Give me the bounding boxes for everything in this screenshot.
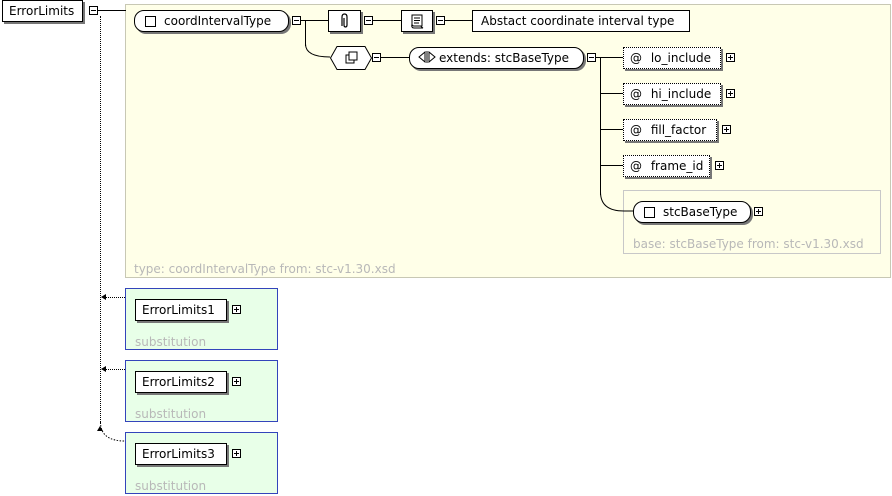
attribute-at-icon: @ [630,123,642,137]
base-area-footer: base: stcBaseType from: stc-v1.30.xsd [633,237,864,251]
documentation-box[interactable] [401,10,433,32]
connector [600,129,623,130]
substitution-expand-toggle[interactable] [232,305,241,314]
substitution-arrow-icon [97,426,103,431]
attribute-at-icon: @ [630,87,642,101]
connector-curve [600,192,635,212]
substitution-expand-toggle[interactable] [232,377,241,386]
substitution-element-label: ErrorLimits3 [142,447,215,461]
substitution-footer: substitution [135,335,207,349]
annotation-clip-icon [341,13,348,28]
extension-label: extends: stcBaseType [439,51,570,65]
extension-node[interactable]: extends: stcBaseType [409,47,584,69]
substitution-footer: substitution [135,407,207,421]
documentation-collapse-toggle[interactable] [436,16,445,25]
extension-icon [418,50,436,64]
attribute-expand-toggle[interactable] [715,161,724,170]
annotation-compositor[interactable] [328,10,361,32]
attribute-label: frame_id [650,159,704,173]
annotation-text-box: Abstact coordinate interval type [472,10,690,32]
documentation-scroll-icon [411,14,424,29]
complex-type-node[interactable]: coordIntervalType [134,10,289,32]
attribute-label: lo_include [650,51,711,65]
complex-type-icon [145,16,156,27]
connector [600,165,623,166]
connector [381,57,409,58]
connector [600,57,601,195]
base-type-icon [644,207,655,218]
substitution-element-label: ErrorLimits2 [142,375,215,389]
root-collapse-toggle[interactable] [89,6,98,15]
attribute-fill-factor[interactable]: @ fill_factor [623,119,717,141]
connector [373,20,401,21]
substitution-connector [104,297,125,298]
base-type-node[interactable]: stcBaseType [633,201,751,223]
connector-curve [305,44,331,58]
substitution-element-errorlimits1[interactable]: ErrorLimits1 [135,299,227,321]
substitution-element-errorlimits2[interactable]: ErrorLimits2 [135,371,227,393]
base-type-expand-toggle[interactable] [754,207,763,216]
substitution-element-label: ErrorLimits1 [142,303,215,317]
attribute-label: hi_include [650,87,712,101]
attribute-group-node[interactable] [330,46,372,70]
substitution-connector-curve [100,422,126,442]
substitution-element-errorlimits3[interactable]: ErrorLimits3 [135,443,227,465]
annotation-collapse-toggle[interactable] [364,16,373,25]
type-area-footer: type: coordIntervalType from: stc-v1.30.… [134,262,396,276]
connector [98,10,126,11]
attribute-expand-toggle[interactable] [726,89,735,98]
substitution-footer: substitution [135,479,207,493]
attribute-at-icon: @ [630,159,642,173]
substitution-connector [104,369,125,370]
substitution-arrow-icon [101,294,106,300]
attribute-frame-id[interactable]: @ frame_id [623,155,710,177]
complex-type-label: coordIntervalType [164,14,272,28]
attribute-hi-include[interactable]: @ hi_include [623,83,721,105]
attribute-label: fill_factor [650,123,707,137]
substitution-arrow-icon [101,366,106,372]
attribute-expand-toggle[interactable] [726,53,735,62]
extension-collapse-toggle[interactable] [587,53,596,62]
attribute-group-collapse-toggle[interactable] [372,53,381,62]
root-element-errorlimits[interactable]: ErrorLimits [2,0,83,22]
connector [301,20,328,21]
annotation-text: Abstact coordinate interval type [481,14,675,28]
connector [600,93,623,94]
root-element-label: ErrorLimits [9,4,75,18]
complex-type-collapse-toggle[interactable] [292,16,301,25]
connector [305,20,306,46]
base-type-label: stcBaseType [663,205,738,219]
attribute-at-icon: @ [630,51,642,65]
connector [596,57,623,58]
attribute-lo-include[interactable]: @ lo_include [623,47,721,69]
attribute-expand-toggle[interactable] [722,125,731,134]
substitution-connector [100,16,101,424]
connector [445,20,472,21]
substitution-expand-toggle[interactable] [232,449,241,458]
